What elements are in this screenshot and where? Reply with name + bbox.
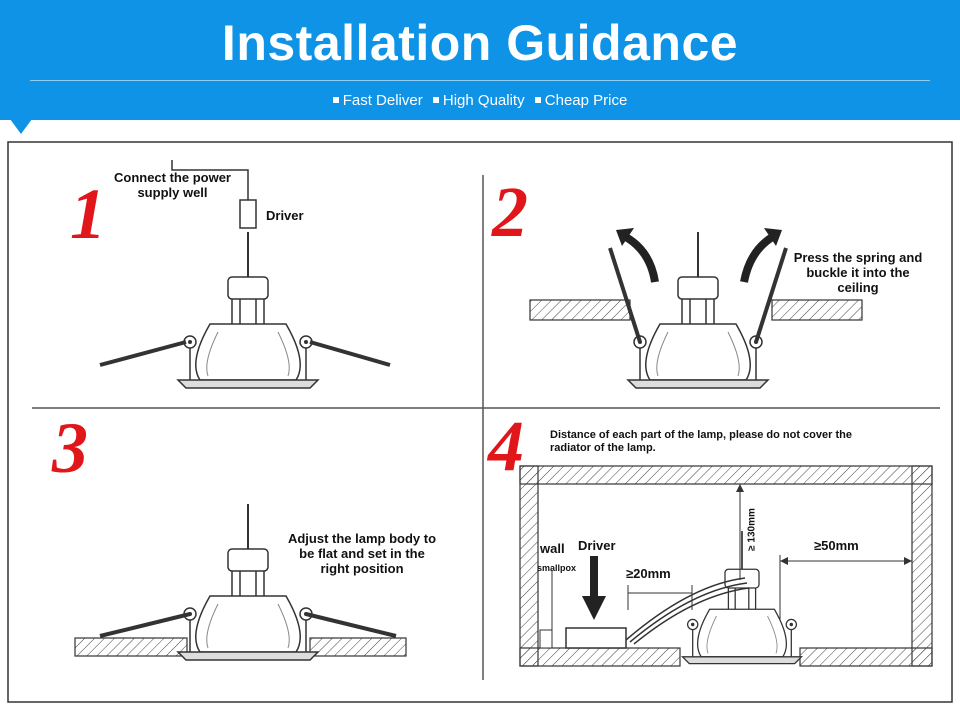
bullet-square-icon xyxy=(332,97,339,103)
driver-box-icon xyxy=(239,199,257,229)
step-number-2: 2 xyxy=(491,172,528,252)
banner-pointer-icon xyxy=(10,119,32,134)
driver-label: Driver xyxy=(266,208,304,223)
arrow-down-icon xyxy=(582,596,606,620)
connect-power-label: Connect the power supply well xyxy=(113,170,231,200)
height-130mm-label: ≥ 130mm xyxy=(746,508,758,551)
press-spring-label: Press the spring and buckle it into the … xyxy=(793,250,923,295)
gap-50mm-label: ≥50mm xyxy=(814,538,859,553)
frame-border xyxy=(7,141,953,703)
header-banner: Installation Guidance Fast Deliver High … xyxy=(0,0,960,120)
gap-20mm-label: ≥20mm xyxy=(626,566,671,581)
step-number-1: 1 xyxy=(70,174,106,254)
step-2-lamp xyxy=(529,228,863,389)
banner-divider xyxy=(30,80,930,81)
bullet-square-icon xyxy=(432,97,439,103)
feature-list: Fast Deliver High Quality Cheap Price xyxy=(0,92,960,109)
smallpox-label: smallpox xyxy=(537,563,577,573)
feature-item: Cheap Price xyxy=(534,92,627,109)
step-number-4: 4 xyxy=(486,406,524,486)
adjust-lamp-label: Adjust the lamp body to be flat and set … xyxy=(287,531,437,576)
step-4-installation-cavity xyxy=(519,465,933,667)
feature-item: High Quality xyxy=(432,92,525,109)
driver-label-step4: Driver xyxy=(578,538,616,553)
rotate-arrow-left-icon xyxy=(621,232,659,283)
bullet-square-icon xyxy=(534,97,541,103)
step-number-3: 3 xyxy=(51,408,88,488)
feature-item: Fast Deliver xyxy=(332,92,423,109)
rotate-arrow-right-icon xyxy=(740,232,777,283)
step-1-lamp xyxy=(99,160,391,389)
distance-note-label: Distance of each part of the lamp, pleas… xyxy=(550,429,852,454)
driver-box-icon xyxy=(565,627,627,649)
step-3-lamp xyxy=(74,503,407,661)
wall-label: wall xyxy=(540,541,565,556)
page-title: Installation Guidance xyxy=(221,15,739,71)
